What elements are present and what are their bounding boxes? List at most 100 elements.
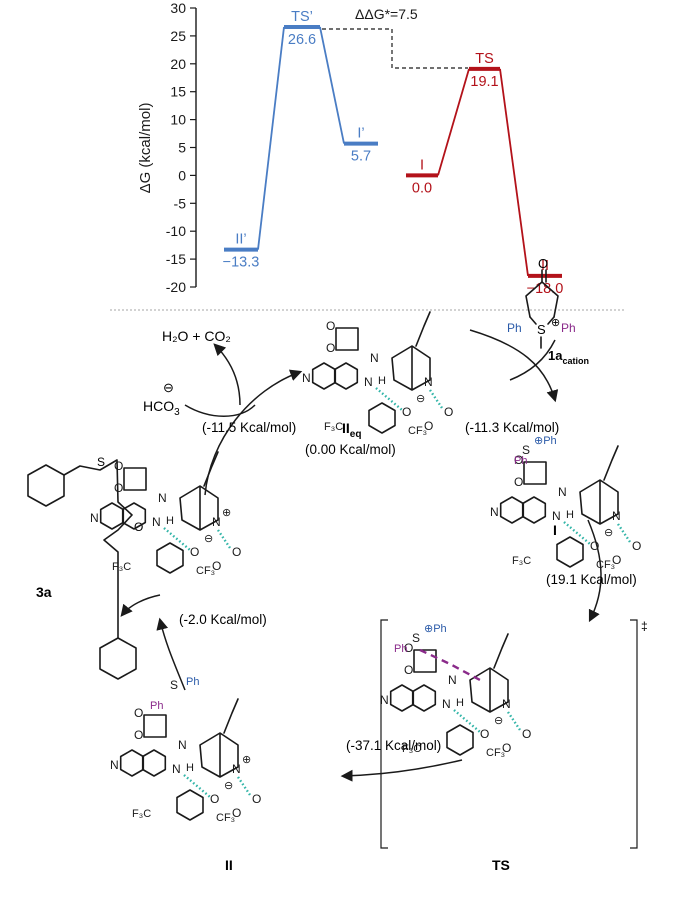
after-ii-hbond-1 — [163, 527, 191, 551]
iieq-quin-n: N — [424, 375, 433, 389]
connector-0-2 — [319, 26, 345, 144]
ts-co3-o1: O — [480, 727, 489, 741]
int-i-s: S — [522, 443, 530, 457]
ts-bracket-left — [380, 619, 388, 849]
arrow-to-TS — [587, 519, 602, 623]
int-i-co3-charge: ⊖ — [604, 527, 613, 539]
ts-co3-o2: O — [502, 741, 511, 755]
after-ii-squaramide — [123, 467, 147, 491]
iieq-co3-o2: O — [424, 419, 433, 433]
arrow-product-out — [120, 594, 161, 617]
iieq-quinoline-ring-a — [311, 362, 337, 390]
level-value-0-2: 5.7 — [351, 149, 371, 165]
after-ii-nh-n2: N — [152, 515, 161, 529]
iieq-co3-charge: ⊖ — [416, 393, 425, 405]
int-i-nh-n2: N — [552, 509, 561, 523]
hco3-label: HCO3 — [143, 398, 180, 418]
iieq-co3-o3: O — [444, 405, 453, 419]
ts-ph: Ph — [394, 643, 407, 655]
arrow-to-I — [469, 329, 559, 403]
after-ii-quin-n: N — [212, 515, 221, 529]
hco3-charge: ⊖ — [163, 380, 174, 395]
int-i-nh-n1: N — [558, 485, 567, 499]
ts-bracket-right — [630, 619, 638, 849]
int-ii-co3-charge: ⊖ — [224, 780, 233, 792]
level-name-1-1: TS — [475, 51, 494, 67]
arrow-co2-release — [213, 343, 241, 406]
int-i-co3-o2: O — [612, 553, 621, 567]
int-ii-cf3: CF₃ — [216, 812, 235, 824]
ts-co3-o3: O — [522, 727, 531, 741]
int-i-aryl-ring — [556, 536, 584, 568]
int-i-co3-o3: O — [632, 539, 641, 553]
int-ii-squaramide — [143, 714, 167, 738]
I-label: I — [553, 522, 557, 538]
iieq-sq-o1: O — [326, 319, 335, 333]
iieq-quinoline-ring-b — [333, 362, 359, 390]
int-ii-s: S — [170, 678, 178, 692]
ts-vinyl — [493, 633, 509, 669]
iieq-hbond-2 — [429, 389, 443, 409]
int-i-co3-o1: O — [590, 539, 599, 553]
after-ii-quinoline-n: N — [90, 511, 99, 525]
int-i-hbond-2 — [617, 523, 631, 543]
int-i-cf3: CF₃ — [596, 559, 615, 571]
iieq-nh-n2: N — [364, 375, 373, 389]
y-tick-label-1: 25 — [170, 28, 186, 44]
ts-nh-n2: N — [442, 697, 451, 711]
ts-hbond-1 — [453, 709, 481, 733]
ts-squaramide — [413, 649, 437, 673]
after-ii-co3-o2: O — [212, 559, 221, 573]
ts-f3c: F₃C — [402, 743, 421, 755]
reagent-ph-left: Ph — [507, 321, 522, 335]
int-i-f3c: F₃C — [512, 555, 531, 567]
int-ii-nh-n1: N — [178, 738, 187, 752]
iieq-energy: (0.00 Kcal/mol) — [305, 442, 396, 457]
step-label-regen: (-11.5 Kcal/mol) — [202, 420, 296, 435]
step-label-to-II: (-37.1 Kcal/mol) — [346, 738, 441, 753]
y-tick-label-2: 20 — [170, 56, 186, 72]
after-ii-quinoline-ring-b — [121, 502, 147, 530]
ts-quinoline-n: N — [380, 693, 389, 707]
y-tick-label-5: 5 — [178, 140, 186, 156]
arrow-release — [156, 617, 186, 691]
int-i-vinyl — [603, 445, 619, 481]
after-ii-co3-charge: ⊖ — [204, 533, 213, 545]
TS-label: TS — [492, 857, 510, 873]
arrow-hco3-in — [184, 404, 256, 417]
ddg-annotation: ΔΔG*=7.5 — [322, 6, 468, 69]
int-ii-quinoline-ring-b — [141, 749, 167, 777]
int-ii-quinoline-n: N — [110, 758, 119, 772]
y-tick-label-10: -20 — [166, 279, 186, 295]
level-name-0-1: TS’ — [291, 9, 313, 25]
int-ii-quin-n: N — [232, 762, 241, 776]
after-ii-co3-o3: O — [232, 545, 241, 559]
ts-quinuclidine — [469, 667, 509, 713]
ddg-dashed-bracket — [322, 28, 468, 69]
ts-quinoline-ring-b — [411, 684, 437, 712]
iieq-cf3: CF₃ — [408, 425, 427, 437]
y-tick-label-8: -10 — [166, 223, 186, 239]
ts-s: S — [412, 631, 420, 645]
ts-sq-o2: O — [404, 663, 413, 677]
int-ii-co3-o1: O — [210, 792, 219, 806]
reagent-s-plus: ⊕ — [551, 317, 560, 329]
product-s: S — [97, 455, 105, 469]
int-i-quin-n: N — [612, 509, 621, 523]
level-name-0-2: I’ — [357, 126, 364, 142]
ts-sq-o1: O — [404, 641, 413, 655]
iieq-nh-n1: N — [370, 351, 379, 365]
catalytic-cycle: H₂O + CO₂ HCO3 ⊖ (-11.3 Kcal/mol) (19.1 … — [27, 256, 648, 873]
iieq-sq-o2: O — [326, 341, 335, 355]
int-ii-sq-o2: O — [134, 728, 143, 742]
int-ii-nh-n2: N — [172, 762, 181, 776]
ts-quin-n: N — [502, 697, 511, 711]
after-ii-nh-h: H — [166, 515, 174, 527]
y-tick-label-6: 0 — [178, 167, 186, 183]
reagent-o: O — [538, 256, 548, 271]
ts-nh-n1: N — [448, 673, 457, 687]
arrow-to-II — [340, 759, 463, 782]
int-ii-quinuclidine — [199, 732, 239, 778]
after-ii-nh-n1: N — [158, 491, 167, 505]
